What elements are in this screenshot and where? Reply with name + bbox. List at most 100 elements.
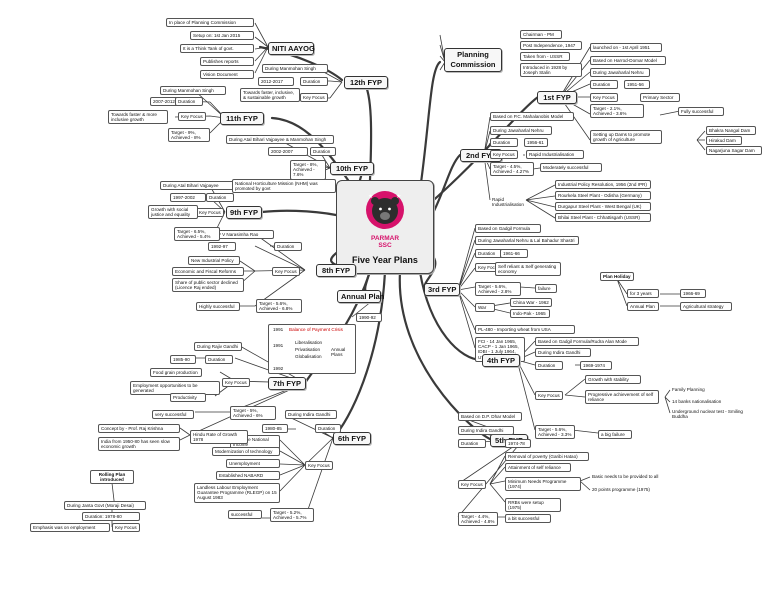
fyp-6-item: Established NABARD [216,471,280,481]
timeline-annual-plans: Annual Plans [331,347,346,358]
fyp-1-item: 1951-56 [624,80,650,90]
timeline-privatisation: Privatisation [295,347,321,352]
fyp-8-item: Economic and Fiscal Reforms [172,267,244,277]
fyp-2-item: Durgapur Steel Plant - West Bengal (UK) [555,202,651,212]
fyp-7-item: Target - 5%, Achieved - 6% [230,406,276,421]
center-node: ★ ★ PARMAR SSC Five Year Plans [336,180,434,274]
fyp-2-item: Based on P.C. Mahalanobis Model [490,112,574,122]
fyp-5-item: Minimum Needs Programme (1974) [505,477,581,492]
fyp-2-item: 1956-61 [524,138,548,148]
svg-text:★: ★ [396,193,401,200]
rolling-plan-item: Emphasis was on employment [30,523,110,533]
plan-holiday-node: Plan Holiday [600,272,634,282]
fyp-11-item: Target - 9%, Achieved - 8% [168,128,210,143]
fyp-7-item: Concept by - Prof. Raj Krishna [98,424,180,434]
timeline-liberalisation: Liberalisation [295,340,323,345]
fyp-9-item: Growth with social justice and equality [148,205,198,220]
fyp-12-item: 2012-2017 [258,77,294,87]
fyp-5-item: RRBs were setup (1975) [505,498,561,513]
fyp-2-item: Rapid Industrialisation [492,197,524,208]
fyp-7-item: Hindu Rate of Growth 1978 [190,430,248,445]
fyp-8-item: Highly successful [196,302,240,312]
fyp-10-node: 10th FYP [330,162,374,175]
fyp-5-item: a bit successful [505,514,551,524]
fyp-4-item: 14 banks nationalisation [672,399,722,404]
timeline-year-1991: 1991 [273,343,284,348]
fyp-4-item: Progressive achievement of self reliance [585,390,659,405]
niti-item: Publishes reports [200,57,254,67]
fyp-3-item: Indo-Pak - 1965 [510,309,550,319]
fyp-1-key-focus: Key Focus [590,93,618,103]
fyp-1-item: launched on - 1st April 1951 [590,43,662,53]
fyp-6-node: 6th FYP [333,432,371,445]
fyp-4-item: Underground nuclear test - Smiling Buddh… [672,409,743,420]
fyp-2-item: Rourkela Steel Plant - Odisha (Germany) [555,191,651,201]
fyp-3-item: PL-480 - Importing wheat from USA [475,325,575,335]
fyp-5-item: Basic needs to be provided to all [592,474,659,479]
fyp-11-item: During Manmohan Singh [160,86,226,96]
fyp-9-item: During Atal Bihari Vajpayee [160,181,234,191]
fyp-1-item: Fully successful [678,107,724,117]
brand-logo: ★ ★ PARMAR SSC [364,189,406,249]
fyp-6-item: Unemployment [226,459,280,469]
planning-commission-item: Chairman - PM [520,30,562,40]
annual-plan-timeline: 1991 Balance of Payment Crisis 1991 Libe… [268,324,356,374]
fyp-3-item: During Jawaharlal Nehru & Lal Bahadur Sh… [475,236,579,246]
fyp-1-item: Target - 2.1%, Achieved - 3.6% [590,104,644,119]
timeline-balance-of-payment: Balance of Payment Crisis [289,327,343,332]
fyp-5-item: Target - 4.4%, Achieved - 4.8% [458,512,498,527]
niti-item: Vision Document [200,70,254,80]
plan-holiday-item: Annual Plan [627,302,659,312]
fyp-6-item: successful [228,510,262,520]
niti-item: It is a Think Tank of govt. [180,44,254,54]
fyp-2-duration: Duration [490,138,518,148]
bear-icon: ★ ★ [366,191,404,229]
fyp-2-item: Industrial Policy Resolution, 1956 (2nd … [555,180,651,190]
fyp-3-item: Based on Gadgil Formula [475,224,541,234]
fyp-1-item: Setting up Dams to promote growth of Agr… [590,130,662,145]
fyp-7-item: very successful [152,410,194,420]
fyp-4-item: Based on Gadgil Formula/Rudra Alan Mode [535,337,639,347]
fyp-3-duration: Duration [475,249,503,259]
fyp-8-item: Target - 5.6%, Achieved - 6.8% [256,299,302,314]
annual-plan-years: 1990-92 [356,313,382,323]
timeline-year-1992: 1992 [273,366,284,371]
plan-holiday-item: for 3 years [627,289,659,299]
fyp-6-key-focus: Key Focus [305,461,333,471]
fyp-2-item: Rapid Industrialisation [526,150,584,160]
fyp-7-node: 7th FYP [268,377,306,390]
fyp-2-item: Bhilai Steel Plant - Chhattisgarh (USSR) [555,213,651,223]
planning-commission-item: Introduced in 1928 by Joseph Stalin [520,63,582,78]
fyp-6-item: Target - 5.2%, Achieved - 5.7% [270,508,314,523]
fyp-7-item: Productivity [170,393,206,403]
fyp-12-item: During Manmohan Singh [262,64,328,74]
fyp-8-node: 8th FYP [316,264,356,277]
fyp-1-duration: Duration [590,80,618,90]
fyp-6-item: Modernization of technology [212,447,280,457]
fyp-4-duration: Duration [535,361,563,371]
fyp-12-node: 12th FYP [344,76,388,89]
fyp-7-item: Food grain production [150,368,202,378]
timeline-year-1991: 1991 [273,327,284,332]
fyp-1-item: Primary Sector [640,93,680,103]
fyp-4-item: During Indira Gandhi [535,348,591,358]
fyp-5-duration: Duration [458,439,486,449]
fyp-7-item: 1985-90 [170,355,196,365]
fyp-8-item: New Industrial Policy [188,256,240,266]
planning-commission-node: Planning Commission [444,48,502,72]
fyp-1-item: Nagarjuna Sagar Dam [706,146,762,156]
fyp-4-item: Growth with stability [585,375,641,385]
fyp-3-item: failure [535,284,557,294]
fyp-2-item: Moderately successful [540,163,602,173]
fyp-5-item: 1974-78 [505,439,531,449]
annual-plan-node: Annual Plan [337,290,384,303]
fyp-3-item: 1961-66 [500,249,528,259]
fyp-7-duration: Duration [205,355,233,365]
fyp-4-item: a big failure [598,430,632,440]
fyp-10-duration: Duration [310,147,336,157]
fyp-4-item: 1969-1974 [580,361,612,371]
fyp-12-key-focus: Key Focus [300,93,328,103]
fyp-8-item: Share of public sector declined (Licence… [172,278,244,293]
rolling-plan-item: During Janta Govt (Moraji Desai) [64,501,146,511]
